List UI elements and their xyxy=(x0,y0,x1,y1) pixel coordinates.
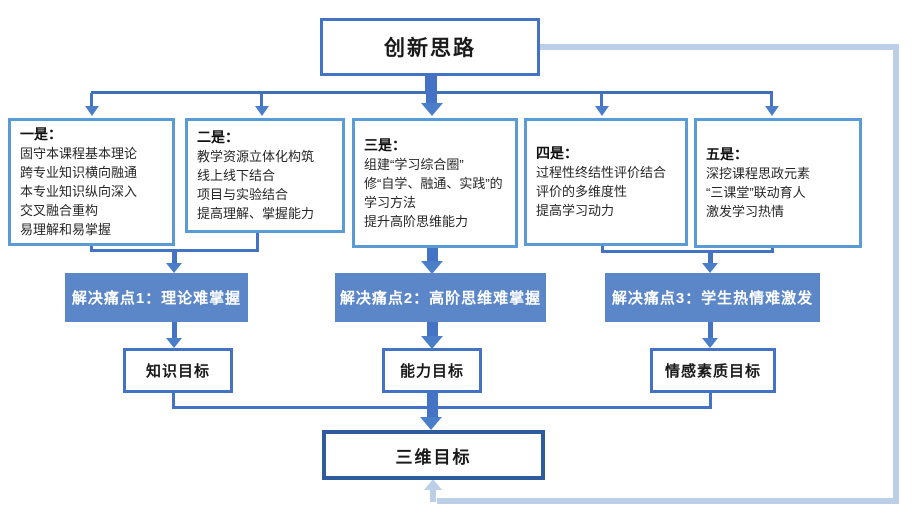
strategy-box-3-title: 三是： xyxy=(364,136,406,153)
connector-bottom-stub-left xyxy=(172,393,175,408)
strategy-box-5: 五是： 深挖课程思政元素 “三课堂”联动育人 激发学习热情 xyxy=(694,118,862,248)
goal-box-emotion: 情感素质目标 xyxy=(650,348,776,393)
arrowhead-down-3-icon xyxy=(421,103,443,116)
strategy-box-1: 一是： 固守本课程基本理论 跨专业知识横向融通 本专业知识纵向深入 交叉融合重构… xyxy=(8,118,175,246)
connector-bottom-stub-right xyxy=(709,393,712,408)
bottom-box-label: 三维目标 xyxy=(395,447,472,467)
strategy-box-3-line: 修“自学、融通、实践”的学习方法 xyxy=(364,175,503,210)
arrowhead-goal2-icon xyxy=(421,336,443,349)
connector-top-stem xyxy=(425,75,437,93)
pain-point-bar-2: 解决痛点2：高阶思维难掌握 xyxy=(335,273,546,322)
strategy-box-2: 二是： 教学资源立体化构筑 线上线下结合 项目与实验结合 提高理解、掌握能力 xyxy=(185,118,345,233)
strategy-box-4: 四是： 过程性终结性评价结合 评价的多维度性 提高学习动力 xyxy=(524,118,688,246)
strategy-box-1-line: 本专业知识纵向深入 xyxy=(20,184,138,199)
strategy-box-5-line: 激发学习热情 xyxy=(706,204,785,219)
connector-merge-left-stub-a xyxy=(90,246,93,251)
arrowhead-goal3-icon xyxy=(702,338,718,348)
strategy-box-5-line: “三课堂”联动育人 xyxy=(706,185,806,200)
goal-ability-label: 能力目标 xyxy=(399,363,464,380)
connector-drop-1 xyxy=(90,93,93,107)
connector-goal1-drop xyxy=(172,322,177,339)
connector-bottom-drop xyxy=(427,393,438,418)
strategy-box-3-line: 组建“学习综合圈” xyxy=(364,156,464,172)
strategy-box-4-line: 提高学习动力 xyxy=(536,203,615,218)
feedback-line-top xyxy=(540,44,896,50)
connector-drop-4 xyxy=(600,93,603,107)
feedback-line-stem xyxy=(430,489,436,502)
strategy-box-1-line: 易理解和易掌握 xyxy=(20,222,112,237)
strategy-box-3-line: 提升高阶思维能力 xyxy=(364,213,469,229)
strategy-box-2-line: 项目与实验结合 xyxy=(197,187,289,202)
strategy-box-2-line: 线上线下结合 xyxy=(197,168,276,183)
strategy-box-1-line: 固守本课程基本理论 xyxy=(20,146,138,161)
strategy-box-1-title: 一是： xyxy=(20,126,62,142)
arrowhead-bottom-icon xyxy=(420,417,442,430)
arrowhead-pain2-icon xyxy=(421,261,443,274)
arrowhead-down-1-icon xyxy=(85,106,99,116)
connector-merge-right-stub-a xyxy=(601,246,604,253)
strategy-box-4-line: 评价的多维度性 xyxy=(536,184,628,199)
connector-drop-3 xyxy=(426,91,437,104)
title-box-label: 创新思路 xyxy=(384,37,476,60)
strategy-box-2-line: 提高理解、掌握能力 xyxy=(197,206,315,221)
goal-box-ability: 能力目标 xyxy=(382,348,482,393)
connector-merge-left-drop xyxy=(172,251,177,264)
strategy-box-3: 三是： 组建“学习综合圈” 修“自学、融通、实践”的学习方法 提升高阶思维能力 xyxy=(352,118,518,248)
feedback-arrowhead-up-icon xyxy=(424,479,442,490)
strategy-box-4-title: 四是： xyxy=(536,145,578,161)
connector-merge-left-stub-b xyxy=(256,233,259,251)
connector-merge-left-bar xyxy=(90,249,259,252)
arrowhead-goal1-icon xyxy=(166,338,182,348)
arrowhead-down-5-icon xyxy=(765,106,779,116)
bottom-box: 三维目标 xyxy=(322,430,545,480)
arrowhead-pain1-icon xyxy=(166,263,182,273)
pain-point-2-label: 解决痛点2：高阶思维难掌握 xyxy=(339,290,542,307)
arrowhead-down-4-icon xyxy=(595,106,609,116)
feedback-line-right xyxy=(893,44,899,504)
strategy-box-1-line: 跨专业知识横向融通 xyxy=(20,165,138,180)
pain-point-bar-1: 解决痛点1：理论难掌握 xyxy=(65,273,248,322)
connector-goal2-drop xyxy=(427,322,438,337)
goal-emotion-label: 情感素质目标 xyxy=(664,363,761,380)
connector-drop-2 xyxy=(260,93,263,107)
connector-goal3-drop xyxy=(708,322,713,339)
title-box: 创新思路 xyxy=(320,18,540,76)
strategy-box-2-line: 教学资源立体化构筑 xyxy=(197,149,315,164)
strategy-box-1-line: 交叉融合重构 xyxy=(20,203,99,218)
connector-merge-right-bar xyxy=(601,250,774,253)
strategy-box-4-line: 过程性终结性评价结合 xyxy=(536,165,667,180)
strategy-box-5-title: 五是： xyxy=(706,146,748,162)
pain-point-1-label: 解决痛点1：理论难掌握 xyxy=(71,290,242,307)
connector-mid-drop xyxy=(427,248,438,263)
connector-drop-5 xyxy=(770,93,773,107)
arrowhead-pain3-icon xyxy=(702,263,718,273)
connector-bottom-bar xyxy=(172,406,712,409)
connector-merge-right-drop xyxy=(708,252,713,264)
goal-knowledge-label: 知识目标 xyxy=(145,363,210,380)
goal-box-knowledge: 知识目标 xyxy=(123,348,233,393)
feedback-line-bottom xyxy=(437,498,899,504)
pain-point-3-label: 解决痛点3：学生热情难激发 xyxy=(611,290,814,307)
strategy-box-2-title: 二是： xyxy=(197,129,239,145)
arrowhead-down-2-icon xyxy=(255,106,269,116)
pain-point-bar-3: 解决痛点3：学生热情难激发 xyxy=(605,273,820,322)
strategy-box-5-line: 深挖课程思政元素 xyxy=(706,166,811,181)
